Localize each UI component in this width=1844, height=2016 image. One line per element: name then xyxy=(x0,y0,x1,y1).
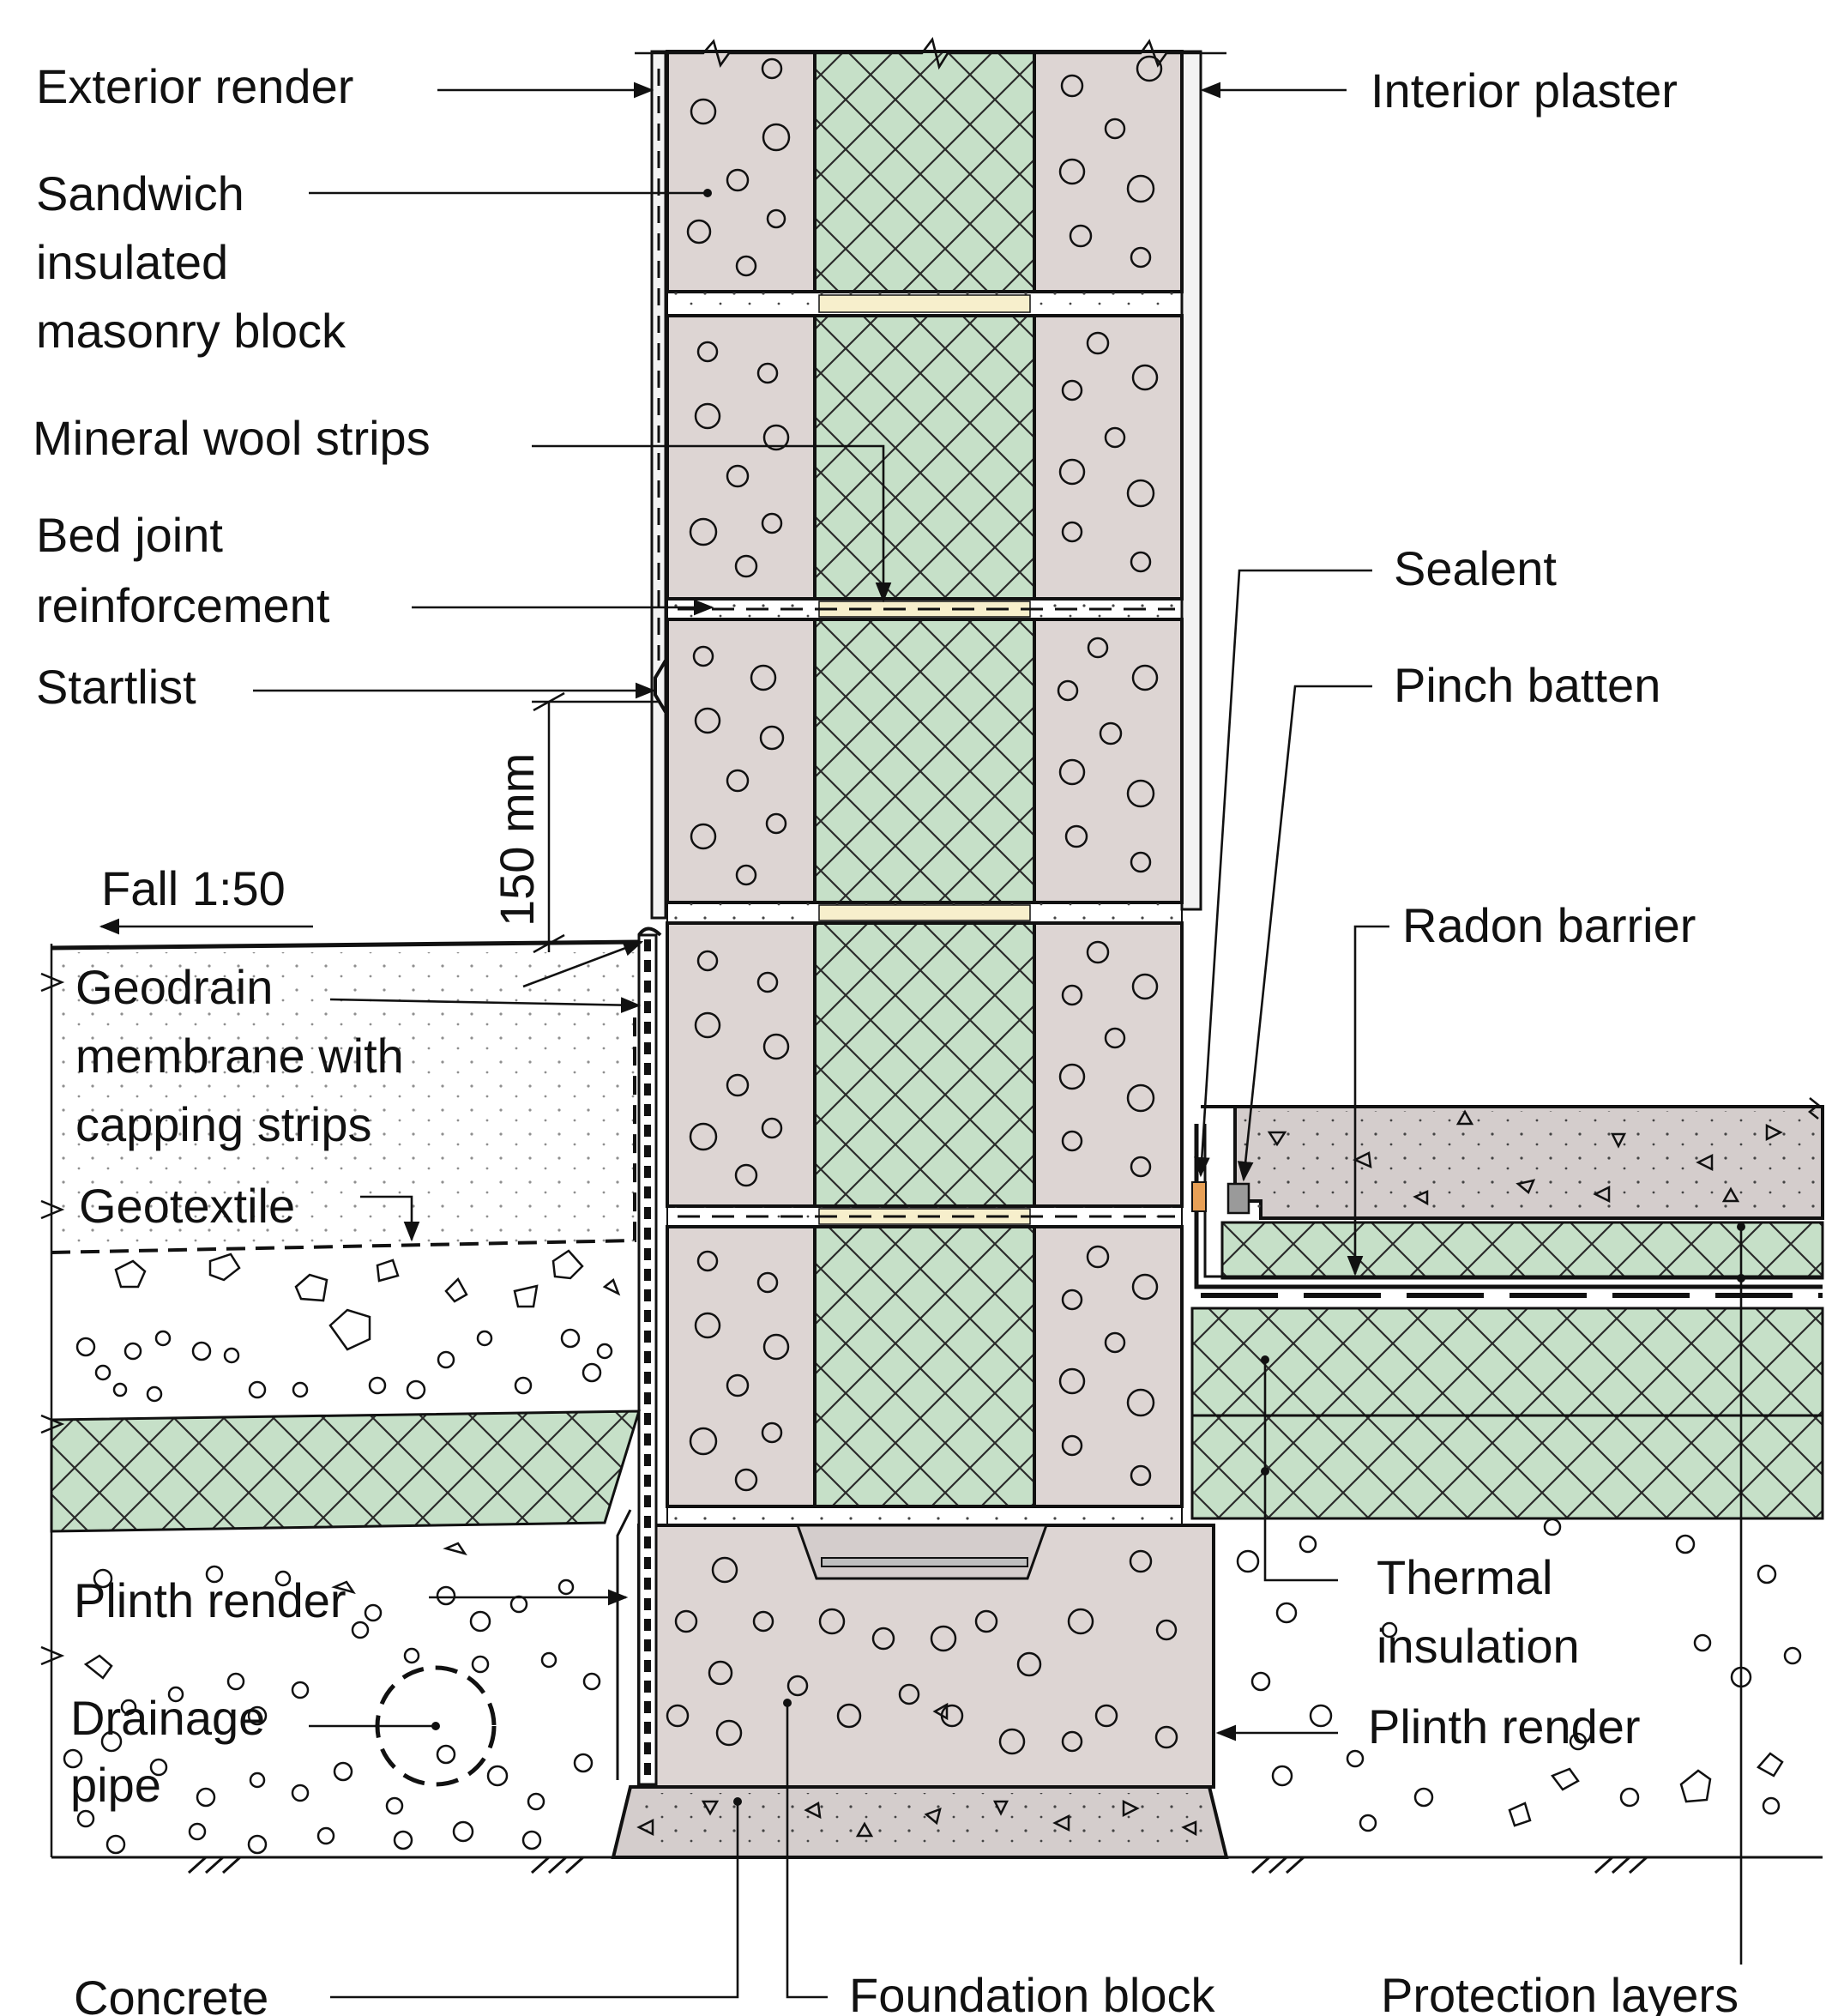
ground-insulation-board xyxy=(50,1409,642,1533)
dimension-150mm xyxy=(532,691,660,954)
label-concrete: Concrete xyxy=(74,1971,268,2016)
sealant-bead xyxy=(1191,1181,1207,1212)
label-drainage-2: pipe xyxy=(70,1758,161,1812)
foundation-block xyxy=(637,1524,1215,1789)
label-drainage-1: Drainage xyxy=(70,1691,265,1745)
ground-exterior xyxy=(40,927,662,1857)
label-plinth-render-right: Plinth render xyxy=(1368,1699,1641,1753)
label-startlist: Startlist xyxy=(36,660,196,714)
label-radon-barrier: Radon barrier xyxy=(1402,898,1696,952)
masonry-wall xyxy=(635,37,1226,1526)
break-line-top xyxy=(635,37,1226,70)
gravel-fill-right xyxy=(1236,1518,1802,1832)
label-sealent: Sealent xyxy=(1394,541,1557,595)
block-course-3 xyxy=(666,618,1184,904)
block-course-2 xyxy=(666,314,1184,601)
mineral-wool-strip-1 xyxy=(818,294,1031,313)
label-geotextile: Geotextile xyxy=(79,1179,295,1233)
label-protection-layers: Protection layers xyxy=(1381,1968,1739,2016)
mineral-wool-strip-3 xyxy=(818,904,1031,921)
label-geodrain-2: membrane with xyxy=(75,1029,404,1083)
interior-plaster-layer xyxy=(1180,50,1202,911)
leader-lines xyxy=(253,81,1745,1999)
radon-barrier-membrane xyxy=(1194,1124,1823,1289)
fall-label: Fall 1:50 xyxy=(101,861,286,915)
label-pinch-batten: Pinch batten xyxy=(1394,658,1660,712)
label-bed-joint-1: Bed joint xyxy=(36,508,223,562)
label-geodrain-3: capping strips xyxy=(75,1097,372,1151)
label-foundation-block: Foundation block xyxy=(849,1968,1216,2016)
radon-barrier-insulation-strip xyxy=(1220,1221,1824,1280)
label-sandwich-3: masonry block xyxy=(36,304,347,358)
block-course-1 xyxy=(666,50,1184,293)
label-thermal-1: Thermal xyxy=(1377,1550,1552,1604)
label-bed-joint-2: reinforcement xyxy=(36,578,330,632)
label-exterior-render: Exterior render xyxy=(36,59,353,113)
pinch-batten xyxy=(1226,1182,1250,1215)
label-sandwich-1: Sandwich xyxy=(36,166,244,220)
geotextile-line xyxy=(51,1004,636,1254)
block-aggregate xyxy=(686,55,1163,1492)
label-mineral-wool: Mineral wool strips xyxy=(33,411,431,465)
base-line xyxy=(51,1856,1823,1874)
thermal-insulation-floor xyxy=(1190,1307,1824,1520)
label-interior-plaster: Interior plaster xyxy=(1371,63,1678,118)
label-geodrain-1: Geodrain xyxy=(75,960,273,1014)
label-plinth-render-left: Plinth render xyxy=(74,1573,347,1627)
mortar-joint-5 xyxy=(666,1506,1183,1526)
block-course-4 xyxy=(666,921,1184,1208)
label-thermal-2: insulation xyxy=(1377,1619,1580,1673)
dimension-label: 150 mm xyxy=(490,753,544,927)
block-course-5 xyxy=(666,1225,1184,1508)
labels: Exterior render Interior plaster Sandwic… xyxy=(33,59,1739,2016)
concrete-footing xyxy=(611,1702,1229,1859)
label-sandwich-2: insulated xyxy=(36,235,228,289)
floor-slab xyxy=(1191,1097,1824,1298)
